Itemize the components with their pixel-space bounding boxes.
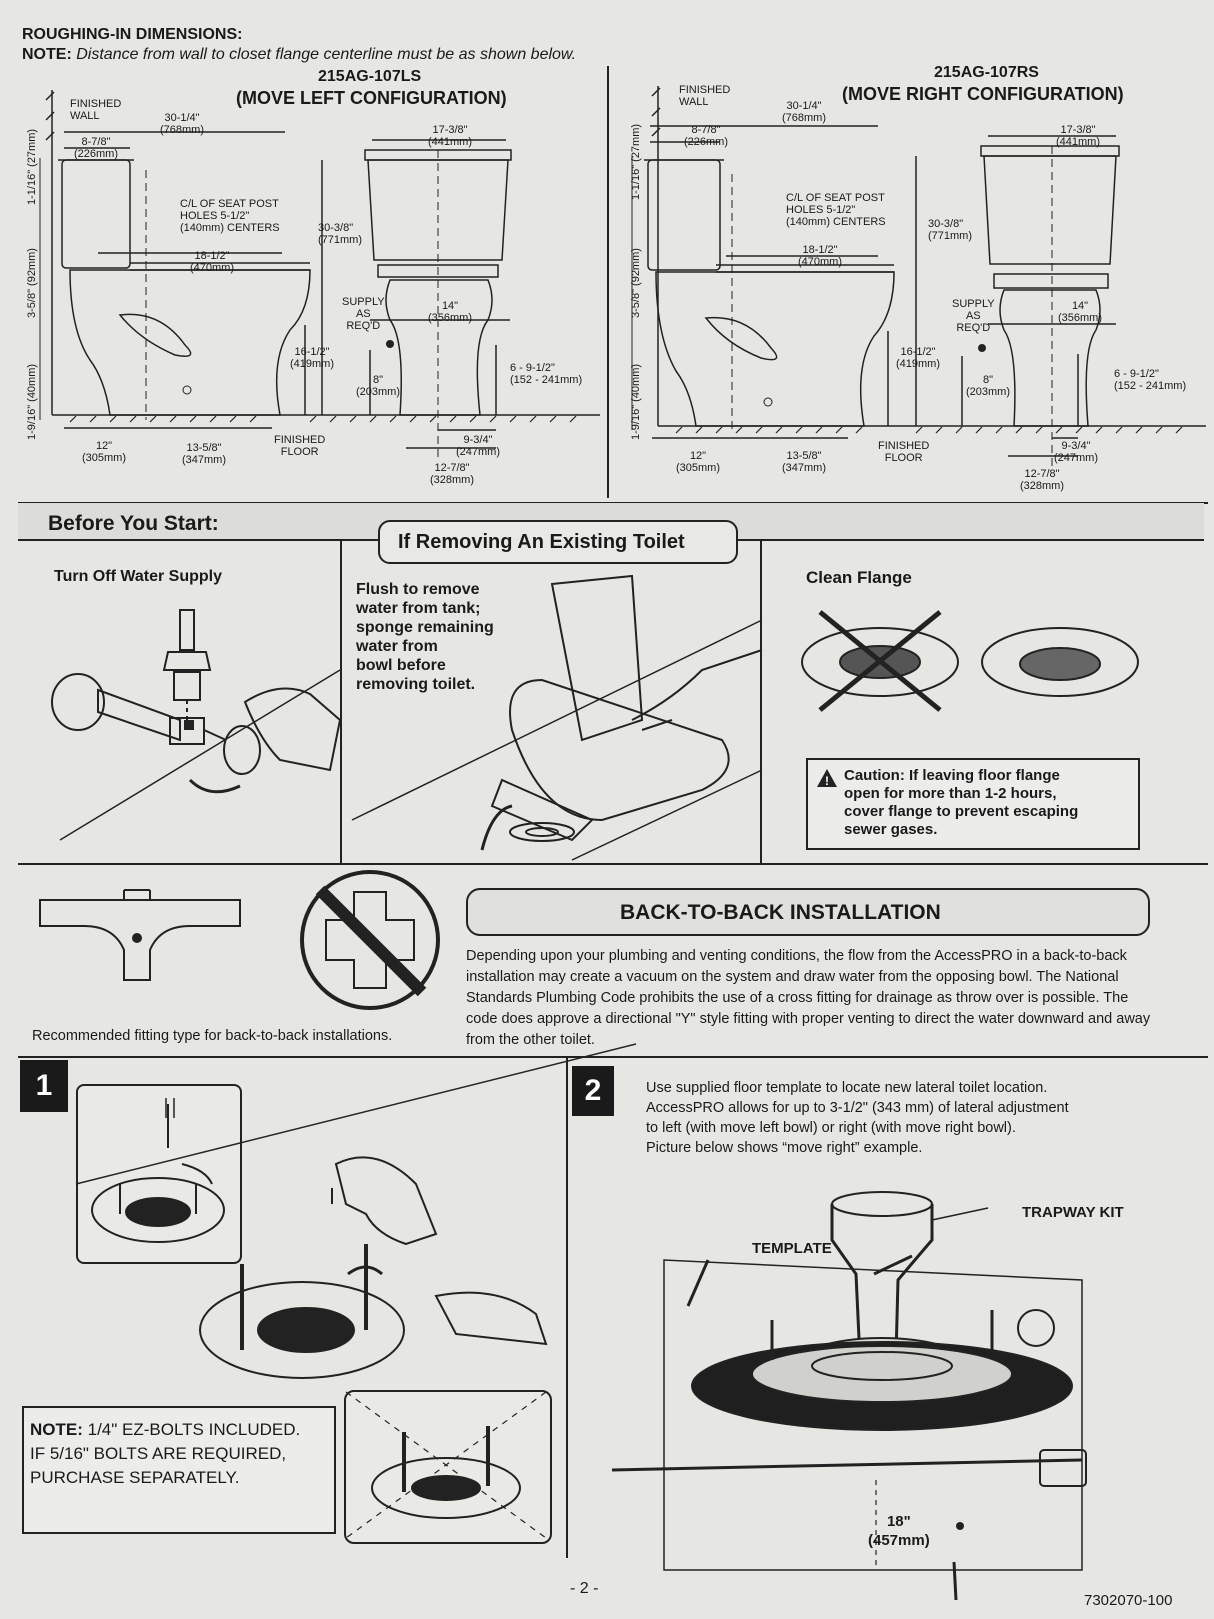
- before-divider-2: [760, 541, 762, 865]
- right-dim-6-9: 6 - 9-1/2"(152 - 241mm): [1114, 368, 1187, 392]
- roughing-title: ROUGHING-IN DIMENSIONS:: [22, 26, 243, 43]
- page-number: - 2 -: [570, 1580, 599, 1597]
- removing-title: If Removing An Existing Toilet: [398, 531, 685, 553]
- caution-text: Caution: If leaving floor flange open fo…: [844, 767, 1079, 838]
- left-dim-8-7-8: 8-7/8"(226mm): [74, 136, 119, 160]
- left-model-number: 215AG-107LS: [318, 68, 422, 85]
- right-dim-18-1-2: 18-1/2"(470mm): [798, 244, 843, 268]
- warning-icon: !: [817, 769, 837, 788]
- step-2-badge: 2: [572, 1066, 614, 1116]
- before-title: Before You Start:: [48, 512, 219, 535]
- left-dim-9-3-4: 9-3/4"(247mm): [456, 434, 501, 458]
- step-divider: [566, 1058, 568, 1558]
- right-dim-3-5-8: 3-5/8" (92mm): [630, 248, 642, 318]
- right-config-title: (MOVE RIGHT CONFIGURATION): [842, 84, 1124, 104]
- ez-bolts-note: NOTE: 1/4" EZ-BOLTS INCLUDED. IF 5/16" B…: [30, 1420, 301, 1487]
- back-to-back-title: BACK-TO-BACK INSTALLATION: [620, 901, 941, 924]
- trapway-template-illustration: [611, 1191, 1087, 1601]
- right-dim-30-3-8: 30-3/8"(771mm): [928, 218, 973, 242]
- right-dim-1-1-16: 1-1/16" (27mm): [630, 123, 642, 200]
- removing-title-box: If Removing An Existing Toilet: [378, 520, 738, 564]
- step-2-instructions: Use supplied floor template to locate ne…: [646, 1080, 1069, 1156]
- section-divider-mid: [18, 863, 1208, 865]
- left-dim-30-1-4: 30-1/4"(768mm): [160, 112, 205, 136]
- left-dim-16-1-2: 16-1/2"(419mm): [290, 346, 335, 370]
- back-to-back-text: Depending upon your plumbing and venting…: [466, 948, 1151, 1048]
- template-dimension: 18" (457mm): [868, 1513, 930, 1549]
- flush-instruction: Flush to remove water from tank; sponge …: [356, 581, 494, 693]
- right-dim-9-3-4: 9-3/4"(247mm): [1054, 440, 1099, 464]
- left-dim-14: 14"(356mm): [428, 300, 473, 324]
- roughing-note: NOTE: Distance from wall to closet flang…: [22, 46, 577, 63]
- right-dim-12-7-8: 12-7/8"(328mm): [1020, 468, 1065, 492]
- caution-box: ! Caution: If leaving floor flange open …: [806, 758, 1140, 850]
- right-roughing-diagram: [631, 86, 1206, 466]
- left-dim-1-1-16: 1-1/16" (27mm): [26, 128, 38, 205]
- left-dim-13-5-8: 13-5/8"(347mm): [182, 442, 227, 466]
- left-dim-3-5-8: 3-5/8" (92mm): [26, 248, 38, 318]
- fitting-illustration: [39, 870, 440, 1010]
- trapway-kit-label: TRAPWAY KIT: [1022, 1204, 1124, 1221]
- left-dim-30-3-8: 30-3/8"(771mm): [318, 222, 363, 246]
- left-dim-6-9: 6 - 9-1/2"(152 - 241mm): [510, 362, 583, 386]
- left-dim-12-7-8: 12-7/8"(328mm): [430, 462, 475, 486]
- left-dim-8: 8"(203mm): [356, 374, 401, 398]
- right-dim-13-5-8: 13-5/8"(347mm): [782, 450, 827, 474]
- bolt-flange-closeup: [345, 1391, 547, 1539]
- left-dim-1-9-16: 1-9/16" (40mm): [26, 363, 38, 440]
- right-dim-1-9-16: 1-9/16" (40mm): [630, 363, 642, 440]
- remove-toilet-illustration: [351, 574, 763, 861]
- right-dim-14: 14"(356mm): [1058, 300, 1103, 324]
- turn-off-water-label: Turn Off Water Supply: [54, 568, 222, 585]
- svg-text:!: !: [825, 774, 829, 788]
- right-dim-17-3-8: 17-3/8"(441mm): [1056, 124, 1101, 148]
- flange-illustration: [801, 610, 1139, 712]
- right-dim-8: 8"(203mm): [966, 374, 1011, 398]
- template-label: TEMPLATE: [752, 1240, 832, 1257]
- water-valve-illustration: [51, 609, 342, 841]
- step-1-inset-bottom: [344, 1390, 552, 1544]
- step-1-badge: 1: [20, 1060, 68, 1112]
- diagram-divider: [607, 66, 609, 498]
- left-roughing-diagram: [39, 90, 600, 460]
- right-dim-8-7-8: 8-7/8"(226mm): [684, 124, 729, 148]
- right-dim-12: 12"(305mm): [676, 450, 721, 474]
- left-dim-18-1-2: 18-1/2"(470mm): [190, 250, 235, 274]
- back-to-back-title-box: BACK-TO-BACK INSTALLATION: [466, 888, 1150, 936]
- fitting-caption: Recommended fitting type for back-to-bac…: [32, 1028, 393, 1044]
- left-dim-12: 12"(305mm): [82, 440, 127, 464]
- right-dim-16-1-2: 16-1/2"(419mm): [896, 346, 941, 370]
- clean-flange-label: Clean Flange: [806, 568, 912, 587]
- right-model-number: 215AG-107RS: [934, 64, 1039, 81]
- left-dim-17-3-8: 17-3/8"(441mm): [428, 124, 473, 148]
- left-config-title: (MOVE LEFT CONFIGURATION): [236, 88, 507, 108]
- step-1-inset-top: [76, 1084, 242, 1264]
- before-divider-1: [340, 541, 342, 865]
- ez-bolts-note-box: NOTE: 1/4" EZ-BOLTS INCLUDED. IF 5/16" B…: [22, 1406, 336, 1534]
- document-code: 7302070-100: [1084, 1592, 1173, 1609]
- bolt-install-illustration: [75, 1043, 637, 1379]
- right-dim-30-1-4: 30-1/4"(768mm): [782, 100, 827, 124]
- section-divider-steps: [18, 1056, 1208, 1058]
